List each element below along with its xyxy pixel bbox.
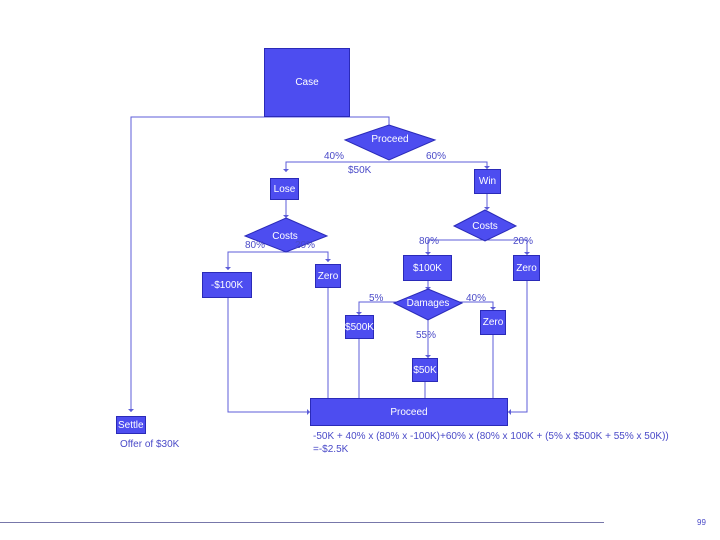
- connector-minus100k-proceed: [227, 298, 310, 413]
- proceed-diamond: [343, 124, 437, 161]
- costs-right-label: Costs: [472, 221, 498, 232]
- damages-diamond: [392, 288, 464, 321]
- prob-win-costs-20: 20%: [513, 236, 534, 247]
- damages-500k-node: $500K: [345, 315, 374, 339]
- plus-100k-node: $100K: [403, 255, 452, 281]
- connector-case-settle: [130, 116, 307, 412]
- connector-costs-zero-right: [487, 239, 528, 255]
- prob-win-60: 60%: [426, 151, 447, 162]
- zero-damages-node: Zero: [480, 310, 506, 335]
- proceed-diamond-label: Proceed: [371, 134, 409, 145]
- prob-lose-40: 40%: [324, 151, 345, 162]
- page-number: 99: [697, 518, 706, 527]
- formula-line-1: -50K + 40% x (80% x -100K)+60% x (80% x …: [313, 431, 669, 442]
- win-node: Win: [474, 169, 501, 194]
- proceed-bottom-node: Proceed: [310, 398, 508, 426]
- case-node: Case: [264, 48, 350, 117]
- damages-50k-node: $50K: [412, 358, 438, 382]
- footer-divider: [0, 522, 604, 523]
- zero-right-node: Zero: [513, 255, 540, 281]
- prob-win-costs-80: 80%: [419, 236, 440, 247]
- prob-lose-costs-20: 20%: [295, 240, 316, 251]
- zero-left-node: Zero: [315, 264, 341, 288]
- prob-damages-55: 55%: [416, 330, 437, 341]
- costs-diamond-right: [452, 209, 518, 242]
- settle-node: Settle: [116, 416, 146, 434]
- minus-100k-node: -$100K: [202, 272, 252, 298]
- prob-damages-5: 5%: [369, 293, 384, 304]
- damages-label: Damages: [406, 298, 450, 309]
- costs-diamond-left: [243, 217, 329, 253]
- connector-costs-minus100k: [227, 251, 286, 270]
- connector-zero-right-proceed: [508, 281, 528, 413]
- cost-50k-label: $50K: [348, 165, 372, 176]
- connector-case-proceed: [307, 116, 390, 125]
- prob-lose-costs-80: 80%: [245, 240, 266, 251]
- costs-left-label: Costs: [272, 231, 298, 242]
- connector-costs-zero-left: [286, 251, 329, 262]
- lose-node: Lose: [270, 178, 299, 200]
- prob-damages-40: 40%: [466, 293, 487, 304]
- settle-offer-label: Offer of $30K: [120, 439, 180, 450]
- connector-proceed-lose: [285, 161, 389, 172]
- formula-line-2: =-$2.5K: [313, 444, 349, 455]
- connector-proceed-win: [389, 161, 488, 169]
- connector-costs-plus100k: [427, 239, 487, 255]
